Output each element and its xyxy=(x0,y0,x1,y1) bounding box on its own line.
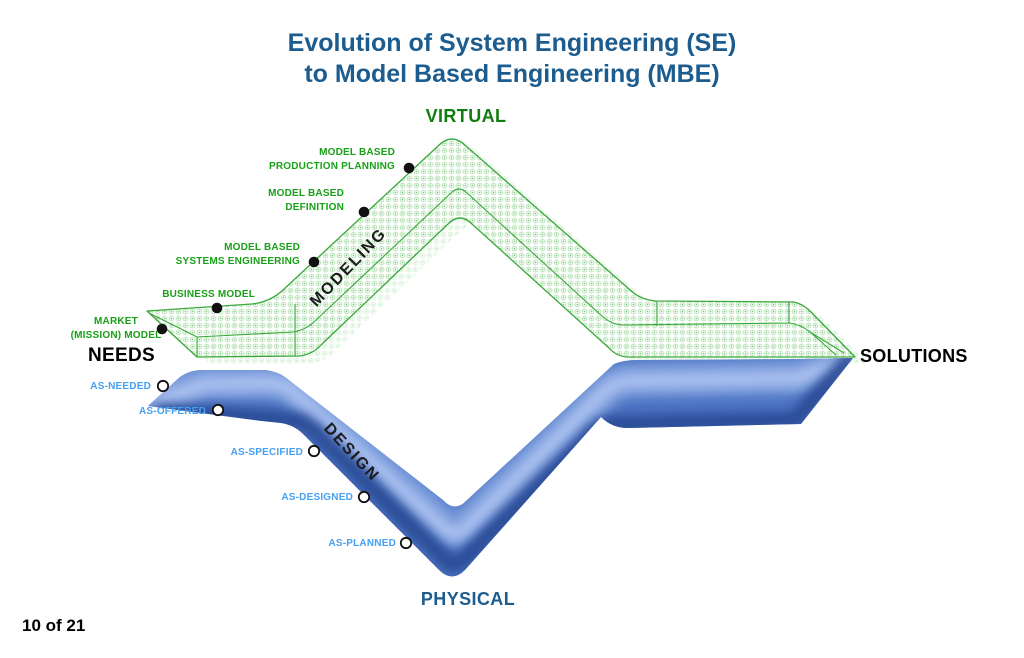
dot-model-based-systems-engineering xyxy=(308,256,320,268)
dot-market-mission-model xyxy=(156,323,168,335)
milestone-label-model-based-production-planning: MODEL BASED PRODUCTION PLANNING xyxy=(268,147,395,172)
milestone-label-as-needed: AS-NEEDED xyxy=(90,381,151,392)
dot-as-offered xyxy=(211,403,225,417)
virtual-band-shape xyxy=(146,138,856,358)
virtual-apex-label: VIRTUAL xyxy=(425,106,507,126)
slide-title-line1: Evolution of System Engineering (SE) xyxy=(287,29,737,57)
dot-as-needed xyxy=(156,379,170,393)
dot-model-based-definition xyxy=(358,206,370,218)
slide-title: Evolution of System Engineering (SE) to … xyxy=(0,28,1024,90)
slide-title-line2: to Model Based Engineering (MBE) xyxy=(304,60,720,88)
dot-model-based-production-planning xyxy=(403,162,415,174)
milestone-label-model-based-systems-engineering: MODEL BASED SYSTEMS ENGINEERING xyxy=(175,242,300,267)
milestone-label-as-planned: AS-PLANNED xyxy=(328,538,396,549)
milestone-label-model-based-definition: MODEL BASED DEFINITION xyxy=(268,188,344,213)
dot-as-specified xyxy=(307,444,321,458)
milestone-label-as-designed: AS-DESIGNED xyxy=(281,492,353,503)
physical-band-bright-highlight xyxy=(152,358,853,541)
milestone-label-market-mission-model: MARKET (MISSION) MODEL xyxy=(70,316,162,341)
needs-endpoint-label: NEEDS xyxy=(88,345,155,366)
virtual-band-fold-lines xyxy=(147,188,845,358)
milestone-label-as-specified: AS-SPECIFIED xyxy=(230,447,303,458)
dot-as-designed xyxy=(357,490,371,504)
solutions-endpoint-label: SOLUTIONS xyxy=(860,346,968,366)
dot-business-model xyxy=(211,302,223,314)
milestone-label-business-model: BUSINESS MODEL xyxy=(162,289,255,300)
physical-apex-label: PHYSICAL xyxy=(420,589,516,609)
milestone-label-as-offered: AS-OFFERED xyxy=(139,406,206,417)
dot-as-planned xyxy=(399,536,413,550)
page-indicator: 10 of 21 xyxy=(22,616,86,635)
physical-milestone-markers xyxy=(156,379,413,550)
virtual-milestone-markers xyxy=(156,162,415,335)
